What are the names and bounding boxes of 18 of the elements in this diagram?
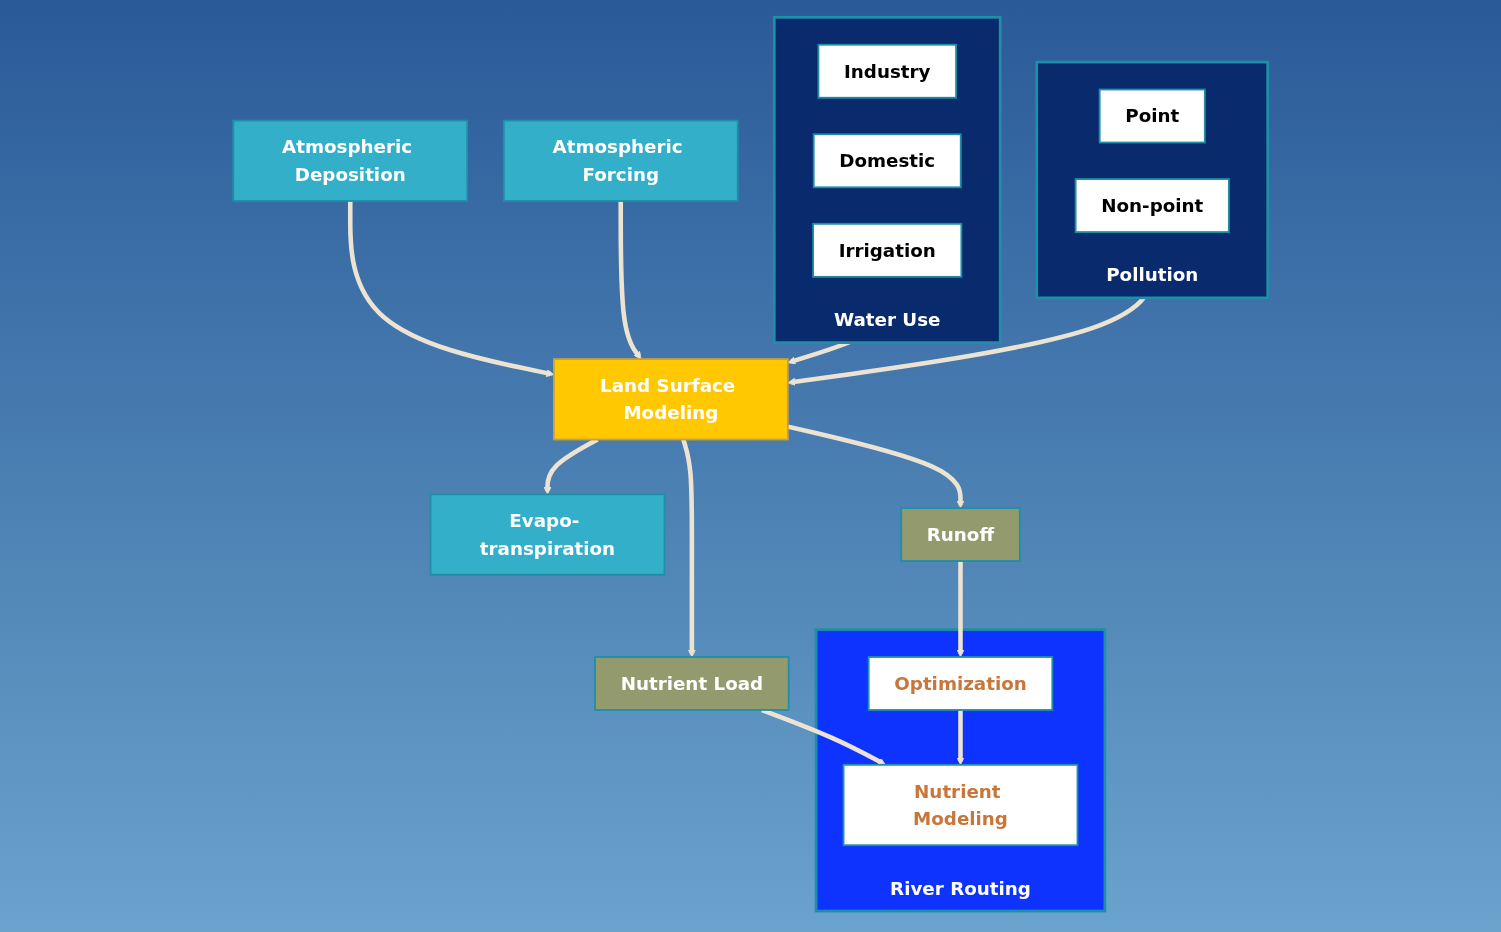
node-box: Domestic	[812, 133, 962, 189]
node-box: Runoff	[900, 507, 1021, 562]
node-box: Land Surface Modeling	[552, 358, 789, 441]
node-box: Irrigation	[812, 222, 963, 278]
node-box: Non-point	[1074, 178, 1230, 233]
node-box: Optimization	[867, 656, 1054, 711]
arrow	[618, 201, 642, 360]
arrow	[956, 710, 965, 766]
arrow	[681, 438, 696, 658]
node-box: Atmospheric Deposition	[232, 119, 469, 202]
node-box: Evapo- transpiration	[429, 493, 666, 576]
node-box: Nutrient Modeling	[842, 763, 1079, 847]
node-box: Nutrient Load	[594, 656, 790, 711]
node-box: Atmospheric Forcing	[502, 119, 739, 202]
node-box: Industry	[817, 43, 957, 99]
arrow	[787, 424, 965, 509]
node-box: Point	[1098, 88, 1206, 144]
arrow	[956, 561, 965, 658]
